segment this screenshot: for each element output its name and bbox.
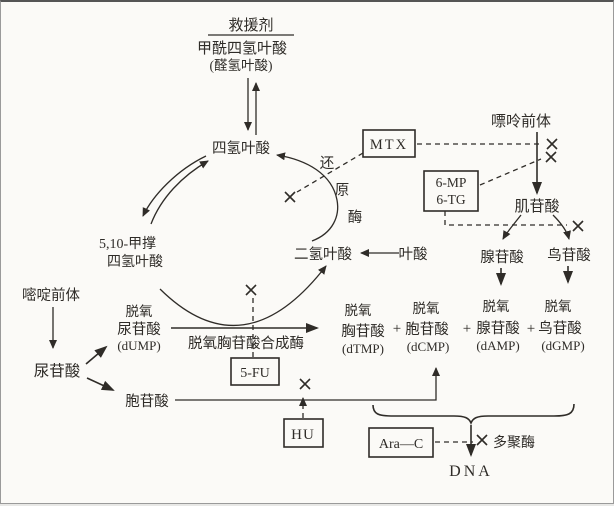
- inhibition-x-mtx-purine: [546, 138, 558, 150]
- mtx-drug-box: MTX: [362, 129, 416, 158]
- arrow-imp-to-amp: [502, 214, 522, 240]
- node-dtmp-line1: 脱氧: [345, 303, 372, 318]
- brace-dnmps: [372, 403, 575, 426]
- arc-methylene-to-thf: [150, 160, 209, 225]
- node-dna: DNA: [449, 463, 493, 480]
- fu-drug-box: 5-FU: [230, 357, 280, 386]
- rescue-agent-alias: (醛氢叶酸): [210, 58, 273, 73]
- node-imp: 肌苷酸: [514, 198, 559, 215]
- arrow-imp-to-gmp: [552, 214, 571, 240]
- node-dtmp-line3: (dTMP): [342, 341, 384, 356]
- node-pyrimidine-precursor: 嘧啶前体: [22, 287, 80, 304]
- arc-dhf-to-thf-reductase: [276, 152, 339, 242]
- node-gmp: 鸟苷酸: [547, 247, 591, 264]
- fu-box-outline: [230, 357, 280, 386]
- mtx-label: MTX: [370, 137, 408, 153]
- node-damp-line3: (dAMP): [476, 338, 519, 353]
- node-amp: 腺苷酸: [480, 249, 524, 266]
- inhibition-x-mp-purine: [545, 151, 557, 163]
- mp-tg-box-outline: [423, 170, 479, 212]
- arac-drug-box: Ara—C: [368, 427, 434, 458]
- node-dump-line2: 尿苷酸: [117, 321, 161, 338]
- fu-label: 5-FU: [240, 366, 270, 381]
- mp-tg-drug-box: 6-MP 6-TG: [423, 170, 479, 212]
- node-damp-line2: 腺苷酸: [476, 320, 520, 337]
- node-dump-line1: 脱氧: [126, 304, 153, 319]
- inhibition-x-hu: [299, 378, 311, 390]
- inhibition-x-mtx-reductase: [284, 191, 296, 203]
- dashed-mp-to-purine: [479, 158, 542, 186]
- node-ump: 尿苷酸: [34, 362, 81, 380]
- dashed-mtx-to-reductase: [296, 152, 364, 193]
- arrow-ump-to-dump: [85, 345, 108, 365]
- plus-sign-1: +: [393, 321, 401, 337]
- dashed-mp-to-imp-conversion: [444, 211, 567, 226]
- enzyme-reductase-char2: 原: [335, 183, 350, 199]
- inhibition-x-mp-imp: [572, 220, 584, 232]
- enzyme-reductase-char1: 还: [320, 155, 335, 172]
- mp-label: 6-MP: [436, 175, 467, 190]
- node-dhf: 二氢叶酸: [294, 246, 352, 263]
- arrow-ump-to-cmp: [86, 377, 115, 391]
- node-methylene-thf-line1: 5,10-甲撑: [99, 236, 156, 252]
- node-dgmp-line3: (dGMP): [541, 338, 584, 353]
- node-dgmp-line2: 鸟苷酸: [538, 320, 582, 337]
- enzyme-dna-polymerase: 多聚酶: [493, 434, 535, 451]
- node-dgmp-line1: 脱氧: [545, 299, 572, 314]
- enzyme-reductase-char3: 酶: [348, 209, 363, 226]
- node-dcmp-line3: (dCMP): [407, 339, 450, 354]
- tg-label: 6-TG: [436, 192, 465, 207]
- arac-label: Ara—C: [379, 437, 423, 452]
- arac-box-outline: [368, 427, 434, 458]
- node-dump-line3: (dUMP): [117, 338, 160, 353]
- rescue-agent-title: 救援剂: [228, 17, 273, 34]
- hu-drug-box: HU: [283, 418, 324, 448]
- inhibition-x-fu-synthase: [245, 284, 257, 296]
- hu-box-outline: [283, 418, 324, 448]
- node-purine-precursor: 嘌呤前体: [491, 113, 551, 130]
- mtx-box-outline: [362, 129, 416, 158]
- node-folate: 叶酸: [399, 246, 428, 263]
- arrow-cmp-to-dcmp: [175, 367, 440, 401]
- node-cmp: 胞苷酸: [125, 393, 169, 410]
- arc-methylene-to-dhf-bottom: [159, 265, 327, 326]
- node-dcmp-line2: 胞苷酸: [405, 321, 449, 338]
- plus-sign-3: +: [527, 321, 535, 337]
- rescue-agent-name: 甲酰四氢叶酸: [197, 40, 287, 57]
- node-dtmp-line2: 胸苷酸: [341, 323, 385, 340]
- plus-sign-2: +: [463, 321, 471, 337]
- inhibition-x-arac-polymerase: [476, 434, 488, 446]
- node-damp-line1: 脱氧: [483, 299, 510, 314]
- hu-label: HU: [291, 427, 315, 443]
- node-methylene-thf-line2: 四氢叶酸: [107, 254, 163, 270]
- node-thf: 四氢叶酸: [212, 140, 270, 157]
- node-dcmp-line1: 脱氧: [413, 301, 440, 316]
- enzyme-thymidylate-synthase: 脱氧胸苷酸合成酶: [188, 335, 304, 352]
- arc-thf-to-methylene: [142, 155, 207, 217]
